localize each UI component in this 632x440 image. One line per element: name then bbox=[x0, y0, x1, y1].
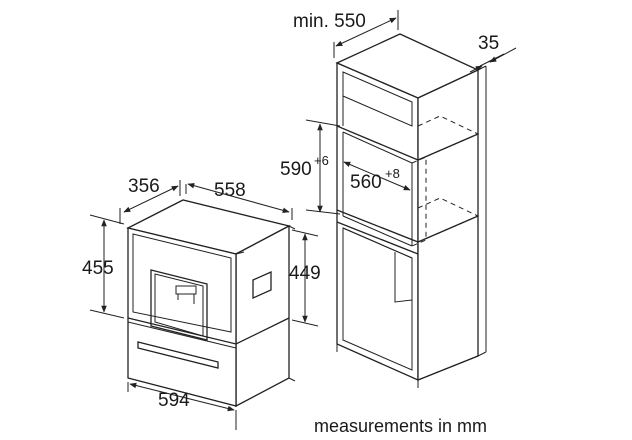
drawer-top-edge bbox=[127, 321, 237, 349]
cabinet-niche-width-label: 560 bbox=[350, 172, 382, 193]
drawer-handle bbox=[137, 341, 219, 369]
cabinet-drawing bbox=[335, 33, 487, 388]
coffee-spout bbox=[175, 285, 197, 295]
appliance-drawer-split bbox=[127, 317, 290, 345]
width-front-dimension-line bbox=[129, 382, 235, 412]
coffee-outlet-inner bbox=[154, 273, 204, 337]
cabinet-back-gap-label: 35 bbox=[478, 33, 499, 54]
cabinet-niche-height-tolerance: +6 bbox=[314, 153, 329, 168]
measurements-caption: measurements in mm bbox=[314, 416, 487, 436]
hidden-shelf-2 bbox=[417, 197, 480, 243]
hidden-shelf-1 bbox=[417, 115, 480, 161]
appliance-side bbox=[235, 224, 290, 408]
appliance-width-front-label: 594 bbox=[158, 390, 190, 411]
cabinet-dimensions: min. 550 35 590 +6 560 +8 bbox=[280, 10, 517, 215]
appliance-height-inner-label: 449 bbox=[289, 263, 321, 284]
cabinet-niche-height-label: 590 bbox=[280, 159, 312, 180]
lower-opening bbox=[342, 227, 413, 371]
niche-width-dimension-line bbox=[343, 161, 411, 191]
side-slot bbox=[252, 270, 272, 300]
depth-dimension-line bbox=[123, 185, 179, 213]
shelf-2 bbox=[336, 209, 479, 243]
cabinet-side bbox=[417, 68, 479, 381]
appliance-dimensions: 356 558 455 449 594 bbox=[82, 176, 321, 430]
appliance-front bbox=[127, 227, 237, 407]
cabinet-niche-width-tolerance: +8 bbox=[385, 166, 400, 181]
cabinet-min-depth-label: min. 550 bbox=[293, 11, 366, 32]
shelf-3 bbox=[336, 221, 419, 255]
appliance-width-top-label: 558 bbox=[214, 180, 246, 201]
appliance-height-outer-label: 455 bbox=[82, 258, 114, 279]
appliance-drawing bbox=[126, 199, 296, 408]
appliance-bezel bbox=[132, 233, 232, 333]
width-top-dimension-line bbox=[187, 182, 290, 214]
appliance-depth-label: 356 bbox=[128, 176, 160, 197]
coffee-outlet-recess bbox=[150, 269, 208, 341]
shelf-1 bbox=[336, 125, 479, 161]
min-depth-dimension-line bbox=[335, 17, 397, 47]
